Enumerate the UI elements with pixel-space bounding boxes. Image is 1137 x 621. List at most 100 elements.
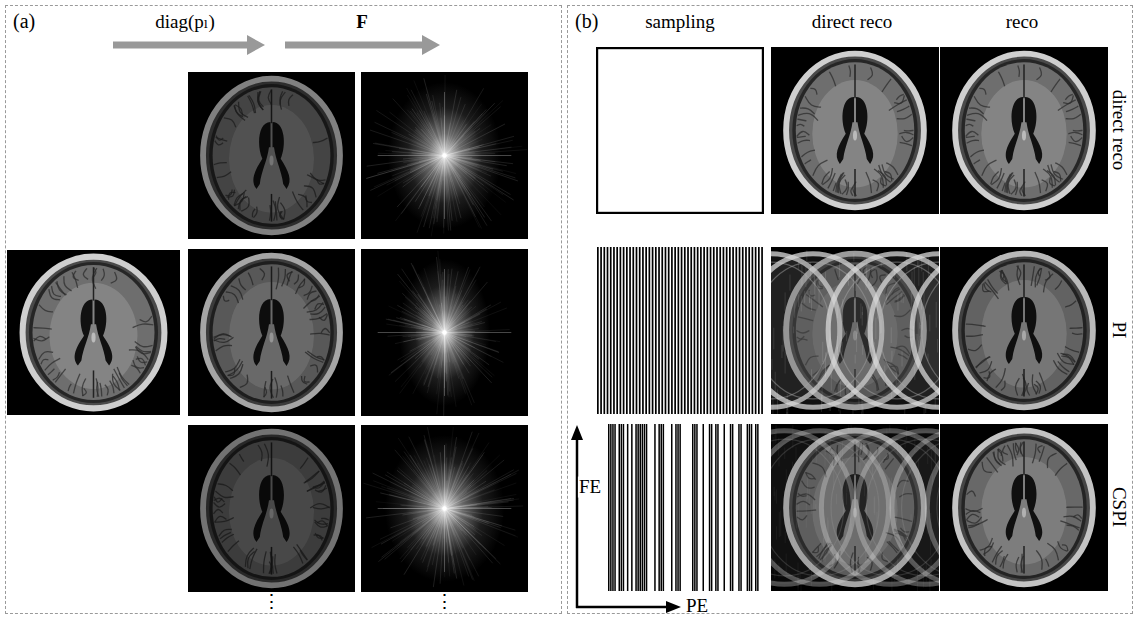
- illustration-part: [849, 66, 851, 77]
- illustration-part: [880, 561, 881, 586]
- illustration-part: [922, 504, 923, 521]
- illustration-part: [873, 180, 879, 191]
- illustration-part: [652, 247, 654, 414]
- illustration-part: [800, 585, 801, 591]
- illustration-part: [772, 395, 773, 414]
- illustration-part: [825, 272, 826, 280]
- illustration-part: [631, 424, 633, 591]
- aliased-image: [771, 424, 939, 591]
- illustration-part: [891, 478, 892, 485]
- illustration-part: [924, 407, 925, 414]
- coil-image: [188, 249, 355, 416]
- illustration-part: [1051, 79, 1060, 92]
- illustration-part: [785, 531, 786, 543]
- illustration-part: [921, 254, 922, 271]
- illustration-part: [397, 470, 444, 508]
- illustration-part: [417, 156, 444, 233]
- illustration-part: [665, 247, 667, 414]
- illustration-part: [902, 350, 903, 366]
- illustration-part: [917, 258, 918, 267]
- illustration-part: [53, 372, 60, 380]
- illustration-part: [654, 424, 656, 591]
- column-header: reco: [1006, 12, 1039, 33]
- illustration-part: [889, 478, 890, 491]
- illustration-part: [29, 262, 158, 403]
- illustration-part: [937, 339, 938, 353]
- illustration-part: [940, 247, 1108, 414]
- illustration-part: [828, 520, 829, 541]
- illustration-part: [692, 424, 694, 591]
- illustration-part: [48, 369, 54, 375]
- illustration-part: [717, 424, 719, 591]
- illustration-part: [860, 303, 861, 318]
- illustration-part: [423, 333, 444, 385]
- illustration-part: [400, 505, 444, 509]
- illustration-part: [732, 424, 734, 591]
- illustration-part: [395, 156, 444, 222]
- illustration-part: [861, 412, 862, 414]
- illustration-part: [914, 516, 915, 524]
- illustration-part: [136, 358, 146, 365]
- illustration-part: [831, 581, 832, 591]
- illustration-part: [68, 384, 71, 391]
- illustration-part: [854, 64, 856, 98]
- illustration-part: [1023, 169, 1025, 197]
- illustration-part: [363, 483, 444, 508]
- illustration-part: [798, 504, 799, 528]
- illustration-part: [415, 307, 444, 332]
- illustration-part: [822, 342, 823, 362]
- illustration-part: [974, 160, 980, 164]
- illustration-part: [377, 156, 444, 174]
- illustration-part: [774, 559, 775, 578]
- illustration-part: [397, 156, 444, 208]
- illustration-part: [745, 247, 747, 414]
- illustration-part: [729, 247, 731, 414]
- illustration-part: [445, 286, 456, 332]
- illustration-part: [899, 132, 913, 134]
- illustration-part: [773, 328, 774, 350]
- illustration-part: [874, 496, 875, 515]
- illustration-part: [865, 547, 866, 564]
- illustration-part: [1058, 100, 1076, 111]
- illustration-part: [724, 424, 726, 591]
- illustration-part: [435, 156, 445, 209]
- illustration-part: [902, 463, 903, 473]
- illustration-part: [1050, 178, 1055, 186]
- illustration-part: [914, 435, 915, 453]
- illustration-part: [91, 333, 95, 343]
- illustration-part: [838, 404, 839, 412]
- illustration-part: [23, 257, 165, 409]
- illustration-part: [787, 394, 788, 410]
- illustration-part: [407, 110, 444, 156]
- illustration-part: [864, 481, 865, 496]
- illustration-part: [441, 333, 444, 366]
- illustration-part: [418, 295, 444, 332]
- illustration-part: [687, 247, 689, 414]
- illustration-part: [891, 577, 892, 591]
- illustration-part: [867, 68, 872, 80]
- illustration-part: [416, 130, 444, 156]
- illustration-part: [636, 247, 638, 414]
- illustration-part: [445, 509, 469, 526]
- illustration-part: [862, 345, 863, 355]
- illustration-part: [805, 267, 806, 287]
- illustration-part: [706, 247, 708, 414]
- illustration-part: [811, 369, 812, 380]
- illustration-part: [629, 247, 631, 414]
- illustration-part: [402, 269, 445, 333]
- illustration-part: [801, 296, 802, 311]
- illustration-part: [872, 467, 873, 481]
- illustration-part: [445, 467, 455, 508]
- illustration-part: [445, 136, 515, 155]
- illustration-part: [842, 299, 843, 322]
- illustration-part: [797, 131, 810, 136]
- illustration-part: [896, 94, 903, 99]
- illustration-part: [738, 424, 740, 591]
- illustration-part: [610, 247, 612, 414]
- illustration-part: [830, 434, 831, 459]
- illustration-part: [694, 247, 696, 414]
- illustration-part: [603, 247, 605, 414]
- panel-label: (a): [13, 10, 35, 33]
- illustration-part: [833, 556, 834, 568]
